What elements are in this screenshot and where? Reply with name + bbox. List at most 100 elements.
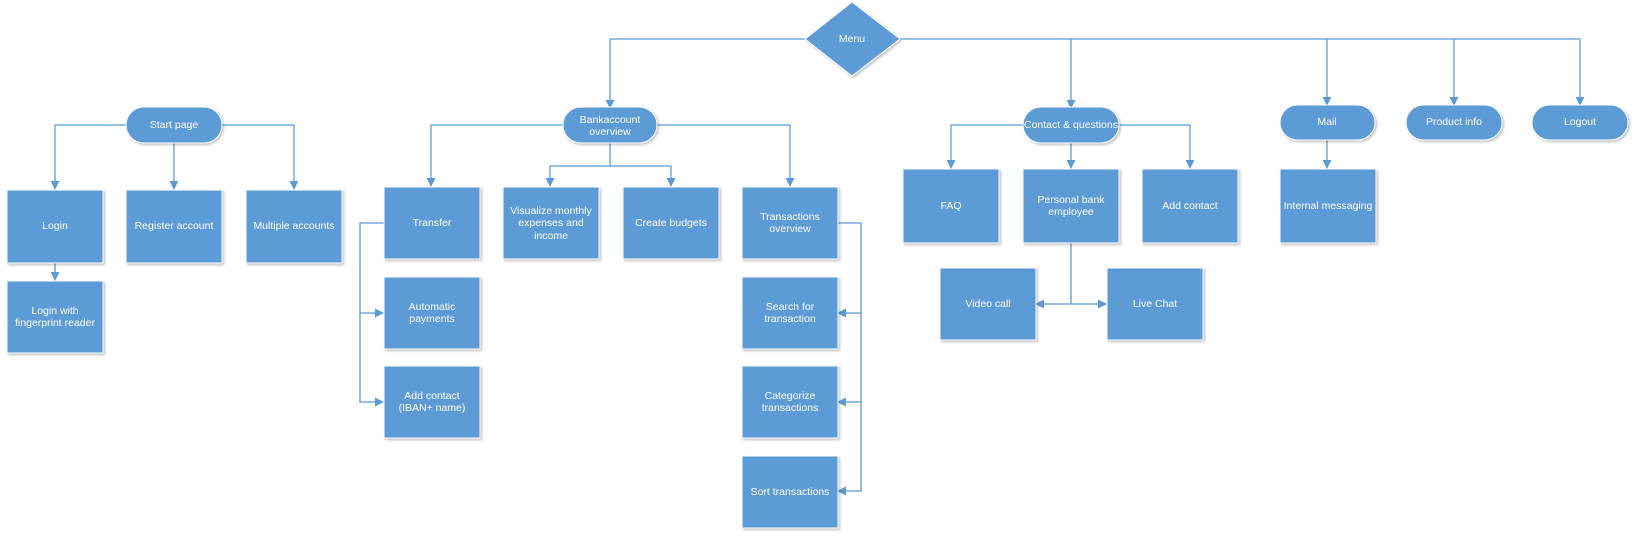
internal-messaging-label: Internal messaging xyxy=(1284,200,1373,212)
faq-box[interactable] xyxy=(902,168,1000,244)
create-budgets-label: Create budgets xyxy=(635,217,707,229)
transactions-overview-label-1: Transactions xyxy=(760,211,820,223)
visualize-monthly-label-1: Visualize monthly xyxy=(510,205,592,217)
visualize-monthly-label-3: income xyxy=(534,230,568,242)
bankaccount-overview-node[interactable]: Bankaccount overview xyxy=(562,106,658,144)
create-budgets-box[interactable] xyxy=(622,186,720,260)
start-page-label: Start page xyxy=(150,119,199,131)
bankaccount-overview-label-1: Bankaccount xyxy=(580,114,641,126)
connector-employee-video xyxy=(1035,243,1072,309)
connector-bank-budgets xyxy=(610,165,676,187)
login-box[interactable] xyxy=(6,189,104,264)
add-contact-node[interactable]: Add contact xyxy=(1141,168,1239,244)
contact-questions-node[interactable]: Contact & questions xyxy=(1022,106,1120,144)
start-page-node[interactable]: Start page xyxy=(125,106,223,144)
connector-menu-mail xyxy=(1071,38,1332,106)
add-contact-iban-label-1: Add contact xyxy=(404,390,460,402)
mail-node[interactable]: Mail xyxy=(1279,104,1376,141)
transfer-label: Transfer xyxy=(413,217,452,229)
sort-transactions-label: Sort transactions xyxy=(751,486,830,498)
automatic-payments-box[interactable] xyxy=(383,276,481,350)
menu-node[interactable]: Menu xyxy=(804,1,901,77)
personal-bank-employee-label-2: employee xyxy=(1048,206,1094,218)
transfer-node[interactable]: Transfer xyxy=(383,186,481,260)
search-transaction-label-1: Search for xyxy=(766,301,815,313)
connector-trans-search xyxy=(837,222,862,318)
video-call-node[interactable]: Video call xyxy=(939,267,1037,341)
transactions-overview-node[interactable]: Transactions overview xyxy=(741,186,839,260)
connector-transfer-automatic xyxy=(359,222,384,318)
multiple-accounts-label: Multiple accounts xyxy=(253,220,334,232)
transfer-box[interactable] xyxy=(383,186,481,260)
start-page-shape[interactable] xyxy=(125,106,223,144)
mail-shape[interactable] xyxy=(1279,104,1376,141)
connector-start-login xyxy=(50,124,126,190)
visualize-monthly-box[interactable] xyxy=(502,186,600,260)
add-contact-label: Add contact xyxy=(1162,200,1218,212)
product-info-node[interactable]: Product info xyxy=(1405,104,1503,141)
login-fingerprint-node[interactable]: Login with fingerprint reader xyxy=(6,280,104,354)
product-info-shape[interactable] xyxy=(1405,104,1503,141)
login-node[interactable]: Login xyxy=(6,189,104,264)
connector-trans-categorize xyxy=(837,313,862,407)
automatic-payments-label-1: Automatic xyxy=(409,301,456,313)
connectors xyxy=(50,38,1585,496)
categorize-transactions-box[interactable] xyxy=(741,365,839,439)
create-budgets-node[interactable]: Create budgets xyxy=(622,186,720,260)
search-transaction-node[interactable]: Search for transaction xyxy=(741,276,839,350)
categorize-transactions-label-1: Categorize xyxy=(765,390,816,402)
live-chat-node[interactable]: Live Chat xyxy=(1106,267,1204,341)
visualize-monthly-label-2: expenses and xyxy=(518,217,584,229)
add-contact-iban-box[interactable] xyxy=(383,365,481,439)
logout-label: Logout xyxy=(1564,116,1596,128)
automatic-payments-node[interactable]: Automatic payments xyxy=(383,276,481,350)
categorize-transactions-label-2: transactions xyxy=(762,402,819,414)
contact-questions-shape[interactable] xyxy=(1022,106,1120,144)
automatic-payments-label-2: payments xyxy=(409,313,455,325)
login-fingerprint-box[interactable] xyxy=(6,280,104,354)
live-chat-box[interactable] xyxy=(1106,267,1204,341)
connector-start-multiple xyxy=(222,124,299,190)
connector-menu-logout xyxy=(1454,38,1585,106)
faq-label: FAQ xyxy=(940,200,961,212)
logout-node[interactable]: Logout xyxy=(1531,104,1629,141)
categorize-transactions-node[interactable]: Categorize transactions xyxy=(741,365,839,439)
sort-transactions-node[interactable]: Sort transactions xyxy=(741,455,839,529)
login-fingerprint-label-1: Login with xyxy=(31,305,78,317)
connector-contact-faq xyxy=(946,124,1023,169)
login-label: Login xyxy=(42,220,68,232)
register-account-node[interactable]: Register account xyxy=(125,189,223,264)
search-transaction-box[interactable] xyxy=(741,276,839,350)
transactions-overview-label-2: overview xyxy=(769,223,811,235)
multiple-accounts-node[interactable]: Multiple accounts xyxy=(245,189,343,264)
visualize-monthly-node[interactable]: Visualize monthly expenses and income xyxy=(502,186,600,260)
register-account-label: Register account xyxy=(135,220,214,232)
internal-messaging-node[interactable]: Internal messaging xyxy=(1279,168,1377,244)
internal-messaging-box[interactable] xyxy=(1279,168,1377,244)
transactions-overview-box[interactable] xyxy=(741,186,839,260)
menu-diamond[interactable] xyxy=(804,1,901,77)
video-call-box[interactable] xyxy=(939,267,1037,341)
connector-menu-bankaccount xyxy=(605,38,805,109)
login-fingerprint-label-2: fingerprint reader xyxy=(15,317,95,329)
contact-questions-label: Contact & questions xyxy=(1024,119,1118,131)
register-account-box[interactable] xyxy=(125,189,223,264)
connector-bank-transfer xyxy=(426,124,563,187)
faq-node[interactable]: FAQ xyxy=(902,168,1000,244)
connector-bank-visualize xyxy=(545,143,611,187)
add-contact-box[interactable] xyxy=(1141,168,1239,244)
sort-transactions-box[interactable] xyxy=(741,455,839,529)
personal-bank-employee-box[interactable] xyxy=(1022,168,1120,244)
logout-shape[interactable] xyxy=(1531,104,1629,141)
mail-label: Mail xyxy=(1317,116,1336,128)
live-chat-label: Live Chat xyxy=(1133,298,1177,310)
connector-menu-contact xyxy=(900,38,1076,109)
personal-bank-employee-node[interactable]: Personal bank employee xyxy=(1022,168,1120,244)
bankaccount-overview-shape[interactable] xyxy=(562,106,658,144)
connector-transfer-addcontact xyxy=(359,313,384,407)
multiple-accounts-box[interactable] xyxy=(245,189,343,264)
personal-bank-employee-label-1: Personal bank xyxy=(1037,194,1105,206)
add-contact-iban-node[interactable]: Add contact (IBAN+ name) xyxy=(383,365,481,439)
menu-label: Menu xyxy=(839,33,865,45)
